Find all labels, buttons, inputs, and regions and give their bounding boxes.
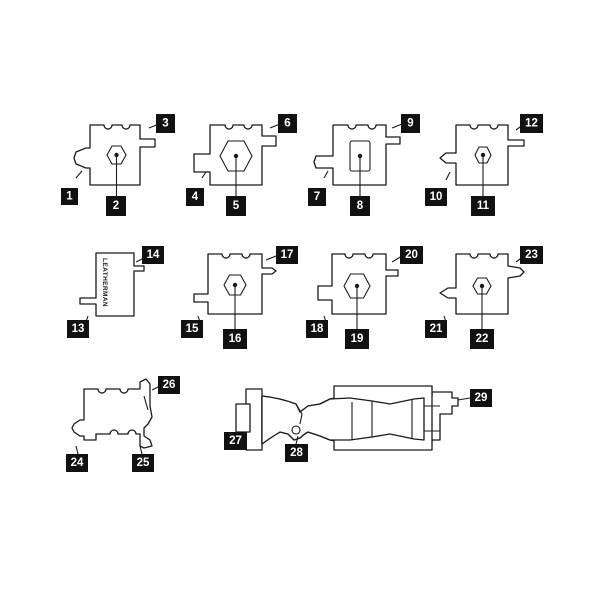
label-2-text: 2	[113, 200, 119, 212]
label-22-text: 22	[476, 333, 489, 345]
label-27: 27	[224, 432, 247, 450]
label-28-text: 28	[290, 447, 303, 459]
bit-part-1	[73, 124, 156, 186]
bit-part-4	[439, 124, 525, 186]
label-3: 3	[156, 114, 175, 133]
bit-part-7	[317, 253, 399, 315]
label-18-text: 18	[311, 323, 324, 335]
label-23: 23	[520, 246, 543, 264]
label-14: 14	[142, 246, 164, 264]
label-24: 24	[66, 454, 88, 472]
label-4: 4	[186, 188, 204, 206]
label-3-text: 3	[162, 118, 168, 130]
label-1: 1	[61, 188, 78, 205]
bit-part-3	[313, 124, 401, 186]
hex-socket	[343, 273, 371, 299]
label-10: 10	[425, 188, 447, 206]
brand-text: LEATHERMAN	[101, 258, 108, 307]
label-25-text: 25	[137, 457, 150, 469]
label-17: 17	[276, 246, 298, 264]
label-11: 11	[471, 196, 495, 216]
label-11-text: 11	[477, 200, 490, 212]
label-16: 16	[223, 329, 247, 349]
label-13-text: 13	[72, 323, 85, 335]
label-25: 25	[132, 454, 154, 472]
label-20-text: 20	[405, 249, 418, 261]
label-16-text: 16	[229, 333, 242, 345]
label-26-text: 26	[163, 379, 176, 391]
bit-part-8	[439, 253, 525, 315]
leader-lines	[75, 123, 525, 455]
hex-socket	[219, 140, 253, 172]
hex-socket	[223, 274, 247, 296]
label-29: 29	[470, 389, 492, 407]
label-12-text: 12	[525, 118, 538, 130]
label-19: 19	[345, 329, 369, 349]
label-14-text: 14	[147, 249, 160, 261]
label-27-text: 27	[229, 435, 242, 447]
label-5-text: 5	[233, 200, 240, 212]
label-20: 20	[400, 246, 423, 264]
hex-socket	[472, 277, 492, 295]
label-29-text: 29	[475, 392, 488, 404]
label-6-text: 6	[284, 118, 290, 130]
label-10-text: 10	[430, 191, 443, 203]
label-19-text: 19	[351, 333, 364, 345]
label-17-text: 17	[281, 249, 294, 261]
label-5: 5	[226, 196, 246, 216]
hex-socket	[474, 146, 492, 164]
bit-part-5: LEATHERMAN	[79, 252, 145, 317]
label-7: 7	[308, 188, 326, 206]
label-4-text: 4	[192, 191, 199, 203]
label-15: 15	[181, 320, 203, 338]
label-13: 13	[67, 320, 89, 338]
label-8: 8	[350, 196, 370, 216]
label-12: 12	[520, 114, 543, 133]
label-1-text: 1	[66, 191, 73, 203]
label-8-text: 8	[357, 200, 364, 212]
label-23-text: 23	[525, 249, 538, 261]
label-28: 28	[285, 444, 308, 462]
label-26: 26	[158, 376, 180, 394]
bit-part-2	[193, 124, 277, 186]
label-21-text: 21	[430, 323, 443, 335]
label-9: 9	[401, 114, 420, 133]
label-24-text: 24	[71, 457, 84, 469]
bit-part-6	[193, 253, 277, 315]
label-2: 2	[106, 196, 126, 216]
label-6: 6	[278, 114, 297, 133]
wrench-part	[235, 385, 459, 451]
label-15-text: 15	[186, 323, 199, 335]
label-7-text: 7	[314, 191, 320, 203]
label-9-text: 9	[407, 118, 413, 130]
hex-socket	[106, 145, 127, 165]
label-18: 18	[306, 320, 328, 338]
label-21: 21	[425, 320, 447, 338]
bit-part-9	[71, 378, 153, 449]
label-22: 22	[470, 329, 494, 349]
